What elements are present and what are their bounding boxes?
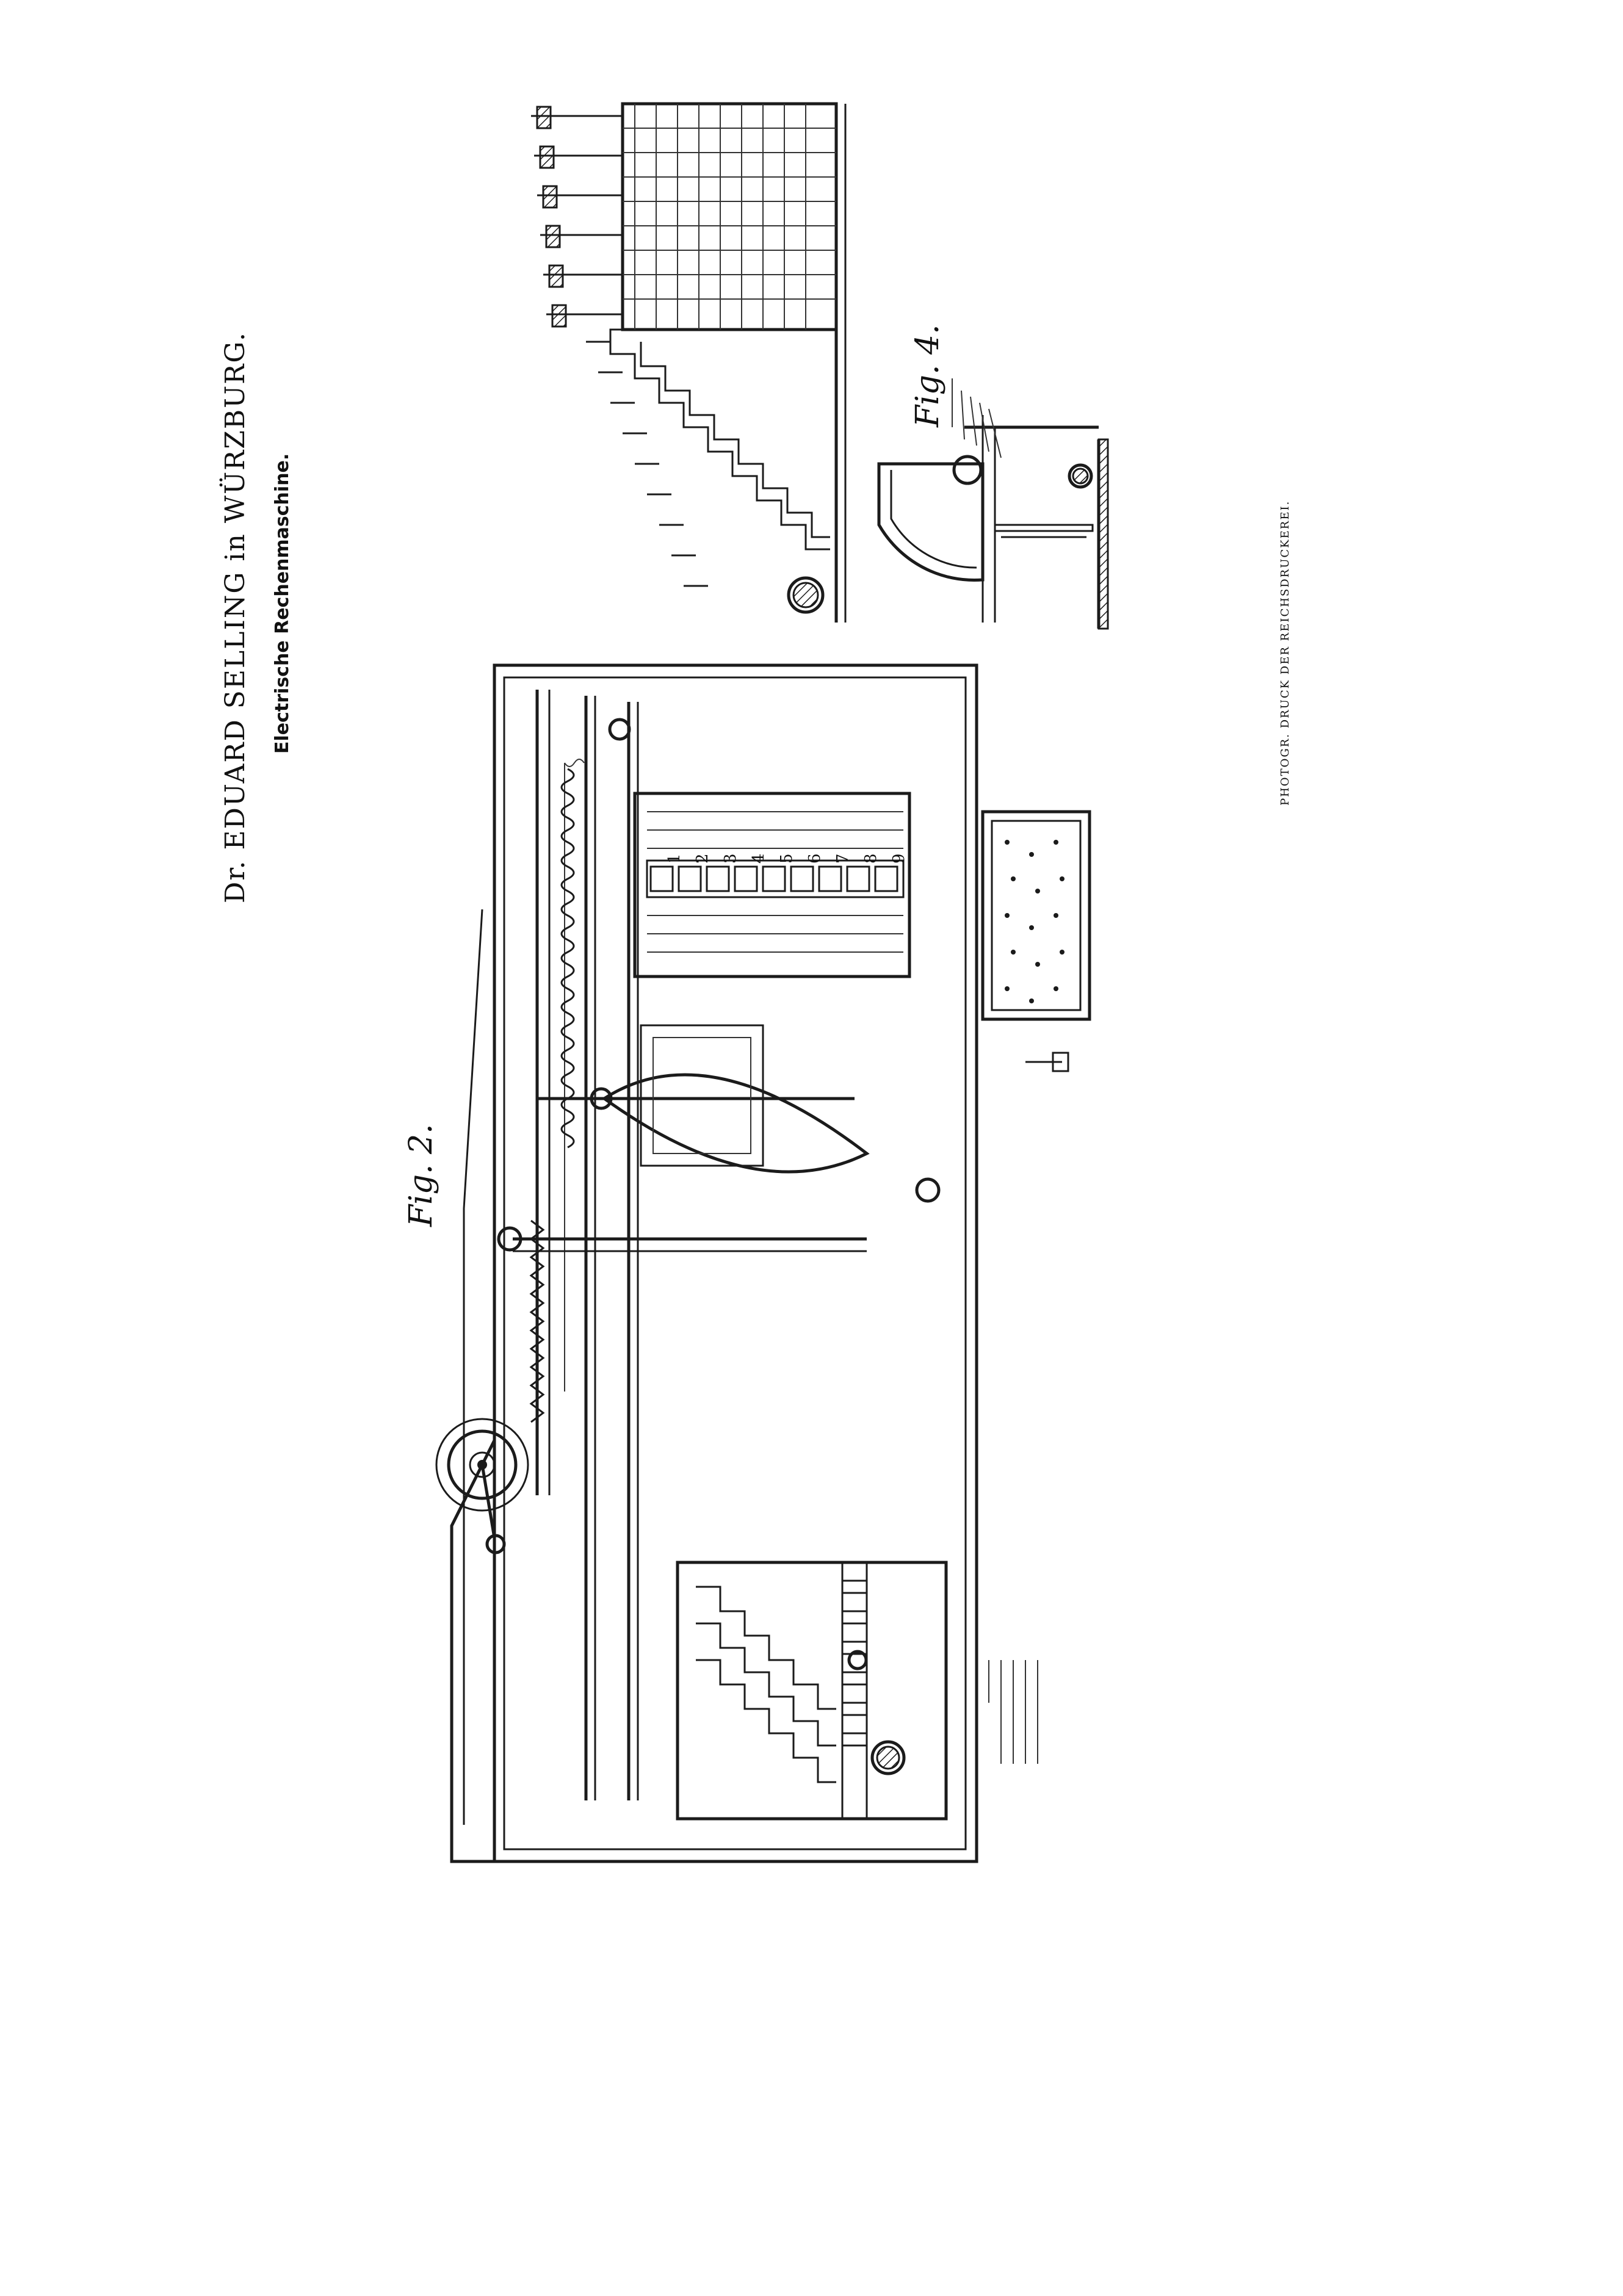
digit-label: 4 bbox=[750, 853, 768, 864]
comb-pins bbox=[531, 106, 623, 328]
digit-windows bbox=[649, 865, 898, 892]
printer-credit: PHOTOGR. DRUCK DER REICHSDRUCKEREI. bbox=[1279, 500, 1292, 806]
digit-label: 5 bbox=[778, 853, 796, 864]
digit-label: 7 bbox=[834, 853, 852, 864]
digit-label: 3 bbox=[721, 853, 740, 864]
patent-subtitle: Electrische Rechenmaschine. bbox=[272, 453, 293, 754]
digit-label: 9 bbox=[890, 853, 908, 864]
top-right-comb-drawing bbox=[531, 102, 847, 623]
fig4-contacts bbox=[952, 378, 1002, 458]
patent-title: Dr. EDUARD SELLING in WÜRZBURG. bbox=[220, 331, 251, 903]
digit-label: 8 bbox=[862, 853, 880, 864]
fig2-keyboard-section bbox=[676, 1561, 1038, 1821]
spiral-spring bbox=[560, 768, 575, 1149]
digit-label: 6 bbox=[806, 853, 824, 864]
small-legend bbox=[988, 1660, 1038, 1764]
fig4-drawing bbox=[877, 378, 1109, 630]
fig2-label: Fig. 2. bbox=[403, 1124, 439, 1227]
comb-grid bbox=[623, 104, 836, 330]
fig4-label: Fig. 4. bbox=[909, 324, 946, 427]
contact-dots bbox=[1005, 840, 1065, 1003]
key-stubs bbox=[841, 1579, 868, 1747]
digit-label: 1 bbox=[665, 853, 684, 864]
fig2-drawing bbox=[435, 663, 1091, 1863]
digit-label: 2 bbox=[693, 853, 712, 864]
